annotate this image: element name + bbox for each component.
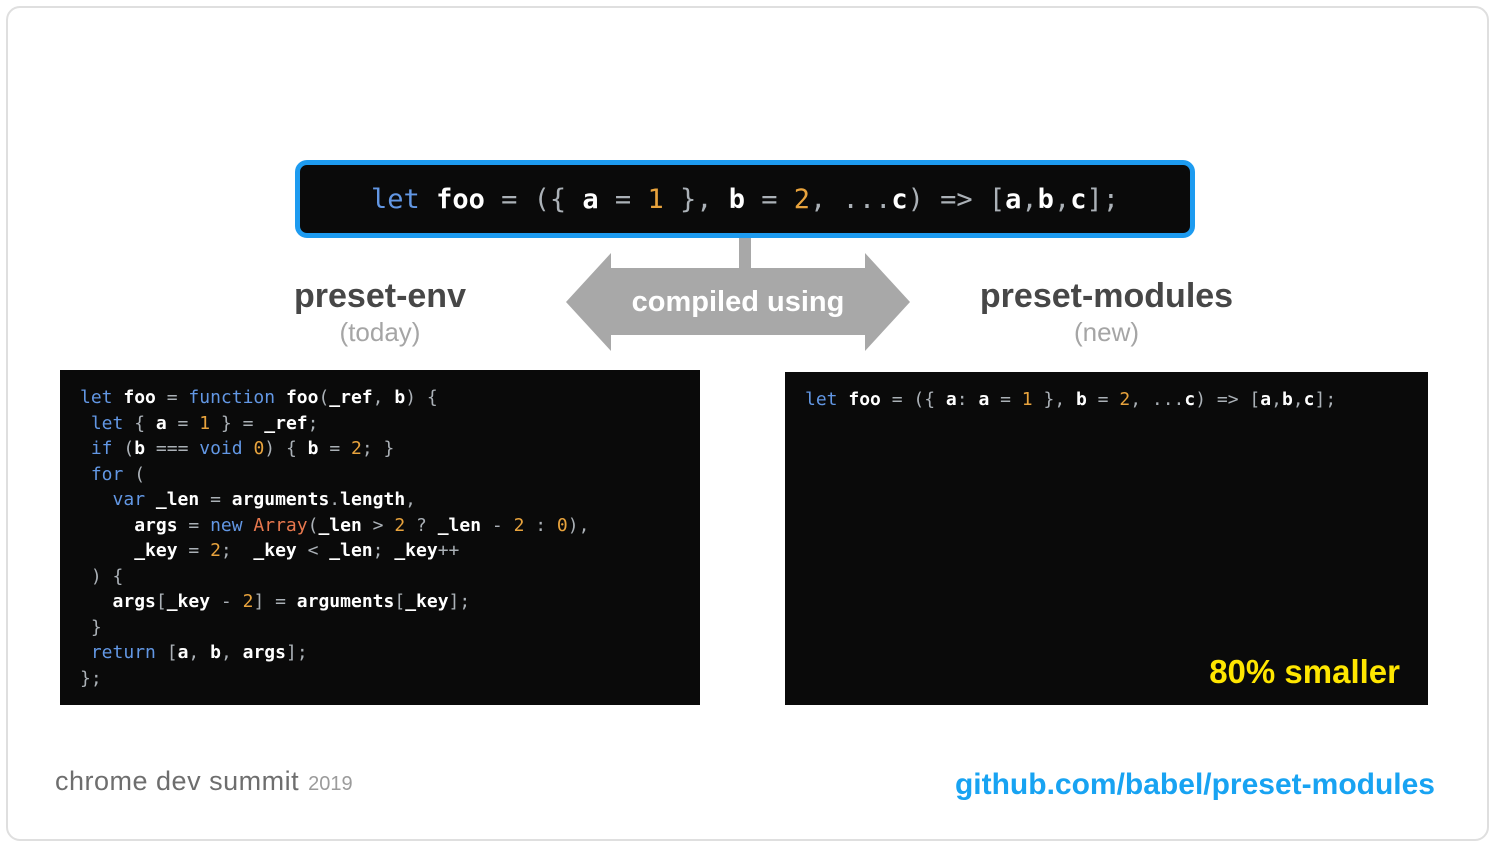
arrow-label: compiled using <box>631 285 845 318</box>
event-year: 2019 <box>308 773 353 795</box>
preset-env-title: preset-env <box>294 277 466 315</box>
compiled-using-arrow: compiled using <box>566 252 910 352</box>
event-name: chrome dev summit <box>55 766 300 796</box>
left-column-heading: preset-env (today) <box>60 276 700 348</box>
preset-env-code-panel: let foo = function foo(_ref, b) { let { … <box>60 370 700 705</box>
size-badge: 80% smaller <box>1209 653 1400 690</box>
right-column-heading: preset-modules (new) <box>785 276 1428 348</box>
preset-modules-subtitle: (new) <box>1073 317 1139 347</box>
preset-env-code: let foo = function foo(_ref, b) { let { … <box>80 387 590 689</box>
preset-modules-title: preset-modules <box>979 277 1234 315</box>
preset-modules-code-panel: let foo = ({ a: a = 1 }, b = 2, ...c) =>… <box>785 372 1428 705</box>
source-code: let foo = ({ a = 1 }, b = 2, ...c) => [a… <box>371 183 1119 215</box>
event-branding: chrome dev summit 2019 <box>55 766 353 797</box>
preset-env-subtitle: (today) <box>339 317 421 347</box>
source-code-box: let foo = ({ a = 1 }, b = 2, ...c) => [a… <box>295 160 1195 238</box>
connector-line <box>739 235 751 277</box>
github-link[interactable]: github.com/babel/preset-modules <box>954 768 1435 801</box>
preset-modules-code: let foo = ({ a: a = 1 }, b = 2, ...c) =>… <box>805 389 1337 410</box>
double-arrow-icon <box>566 253 910 351</box>
